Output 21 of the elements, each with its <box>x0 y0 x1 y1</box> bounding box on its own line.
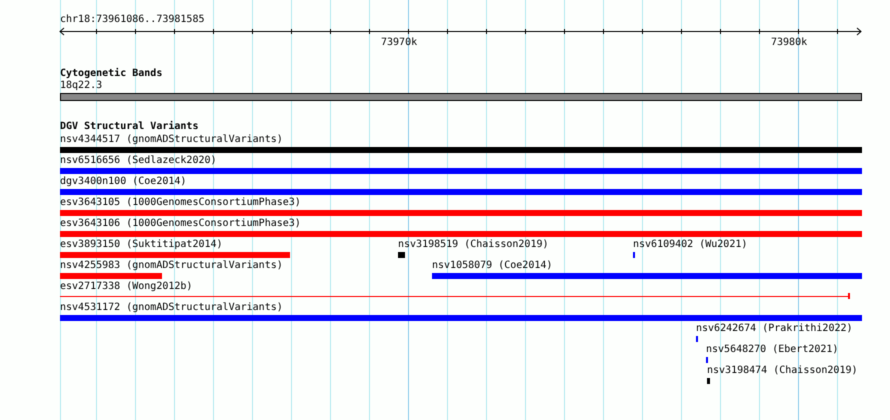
variant-label: esv3893150 (Suktitipat2014) <box>60 239 223 251</box>
tick-label: 73970k <box>381 37 418 49</box>
tick-label: 73980k <box>771 37 808 49</box>
variant-label: nsv4344517 (gnomADStructuralVariants) <box>60 134 283 146</box>
variant-label: nsv6516656 (Sedlazeck2020) <box>60 155 217 167</box>
variant-label: nsv4531172 (gnomADStructuralVariants) <box>60 302 283 314</box>
variant-label: nsv6109402 (Wu2021) <box>633 239 748 251</box>
variant-label: esv2717338 (Wong2012b) <box>60 281 192 293</box>
variant-label: nsv6242674 (Prakrithi2022) <box>696 323 853 335</box>
variant-label: nsv5648270 (Ebert2021) <box>706 344 838 356</box>
variant-label: esv3643105 (1000GenomesConsortiumPhase3) <box>60 197 301 209</box>
variant-label: nsv4255983 (gnomADStructuralVariants) <box>60 260 283 272</box>
coordinate-range: chr18:73961086..73981585 <box>60 14 204 26</box>
variant-label: dgv3400n100 (Coe2014) <box>60 176 186 188</box>
variant-label: nsv3198474 (Chaisson2019) <box>707 365 858 377</box>
variant-label: nsv1058079 (Coe2014) <box>432 260 552 272</box>
band-label: 18q22.3 <box>60 80 102 92</box>
track-title: DGV Structural Variants <box>60 121 198 133</box>
variant-label: esv3643106 (1000GenomesConsortiumPhase3) <box>60 218 301 230</box>
track-title: Cytogenetic Bands <box>60 68 162 80</box>
variant-label: nsv3198519 (Chaisson2019) <box>398 239 549 251</box>
